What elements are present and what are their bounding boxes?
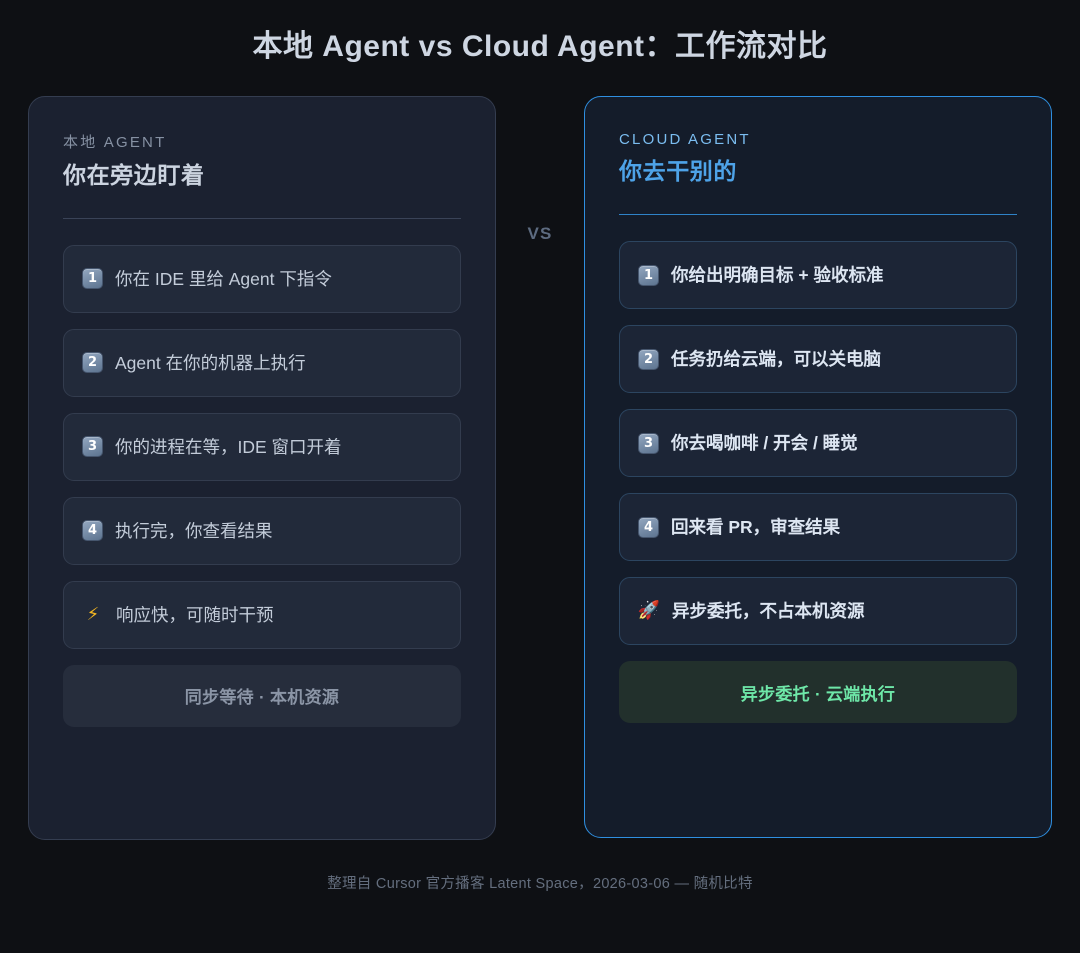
list-item[interactable]: 1 你在 IDE 里给 Agent 下指令	[63, 244, 461, 313]
list-item-label: 你的进程在等，IDE 窗口开着	[115, 436, 342, 457]
cloud-step-list: 1 你给出明确目标 + 验收标准 2 任务扔给云端，可以关电脑 3 你去喝咖啡 …	[619, 241, 1017, 646]
local-panel-divider	[63, 217, 461, 219]
page-title: 本地 Agent vs Cloud Agent：工作流对比	[252, 30, 828, 63]
local-agent-panel: 本地 AGENT 你在旁边盯着 1 你在 IDE 里给 Agent 下指令 2 …	[28, 96, 496, 840]
keycap-4-icon: 4	[638, 516, 659, 538]
list-item[interactable]: ⚡ 响应快，可随时干预	[63, 580, 461, 649]
cloud-summary-badge: 异步委托 · 云端执行	[619, 661, 1017, 724]
list-item[interactable]: 🚀 异步委托，不占本机资源	[619, 577, 1017, 646]
list-item-label: 异步委托，不占本机资源	[672, 601, 865, 621]
keycap-3-icon: 3	[82, 436, 103, 458]
keycap-2-icon: 2	[638, 348, 659, 370]
list-item-label: 你在 IDE 里给 Agent 下指令	[115, 268, 332, 289]
keycap-1-icon: 1	[638, 264, 659, 286]
source-footnote: 整理自 Cursor 官方播客 Latent Space，2026-03-06 …	[327, 876, 753, 892]
list-item-label: 你去喝咖啡 / 开会 / 睡觉	[671, 433, 858, 453]
list-item[interactable]: 3 你去喝咖啡 / 开会 / 睡觉	[619, 409, 1017, 478]
list-item[interactable]: 4 回来看 PR，审查结果	[619, 493, 1017, 562]
list-item-label: 你给出明确目标 + 验收标准	[671, 265, 884, 285]
rocket-icon: 🚀	[637, 600, 661, 622]
list-item[interactable]: 2 Agent 在你的机器上执行	[63, 328, 461, 397]
local-panel-heading: 你在旁边盯着	[63, 162, 205, 188]
list-item-label: 回来看 PR，审查结果	[671, 517, 841, 537]
list-item-label: 响应快，可随时干预	[116, 604, 274, 625]
keycap-3-icon: 3	[638, 432, 659, 454]
cloud-panel-divider	[619, 213, 1017, 216]
local-panel-eyebrow: 本地 AGENT	[63, 134, 167, 151]
keycap-2-icon: 2	[82, 352, 103, 374]
list-item[interactable]: 2 任务扔给云端，可以关电脑	[619, 325, 1017, 394]
list-item-label: 执行完，你查看结果	[115, 520, 273, 541]
list-item-label: 任务扔给云端，可以关电脑	[671, 349, 881, 369]
list-item-label: Agent 在你的机器上执行	[115, 352, 306, 373]
vs-label: VS	[527, 224, 553, 243]
comparison-columns: 本地 AGENT 你在旁边盯着 1 你在 IDE 里给 Agent 下指令 2 …	[0, 96, 1080, 840]
lightning-bolt-icon: ⚡	[86, 603, 100, 625]
list-item[interactable]: 1 你给出明确目标 + 验收标准	[619, 241, 1017, 310]
local-summary-badge: 同步等待 · 本机资源	[63, 664, 461, 727]
cloud-panel-eyebrow: CLOUD AGENT	[619, 131, 751, 148]
keycap-1-icon: 1	[82, 268, 103, 290]
cloud-agent-panel: CLOUD AGENT 你去干别的 1 你给出明确目标 + 验收标准 2 任务扔…	[584, 96, 1052, 838]
keycap-4-icon: 4	[82, 520, 103, 542]
list-item[interactable]: 3 你的进程在等，IDE 窗口开着	[63, 412, 461, 481]
local-step-list: 1 你在 IDE 里给 Agent 下指令 2 Agent 在你的机器上执行 3…	[63, 244, 461, 649]
list-item[interactable]: 4 执行完，你查看结果	[63, 496, 461, 565]
vs-divider: VS	[496, 96, 584, 244]
cloud-panel-heading: 你去干别的	[619, 158, 737, 184]
